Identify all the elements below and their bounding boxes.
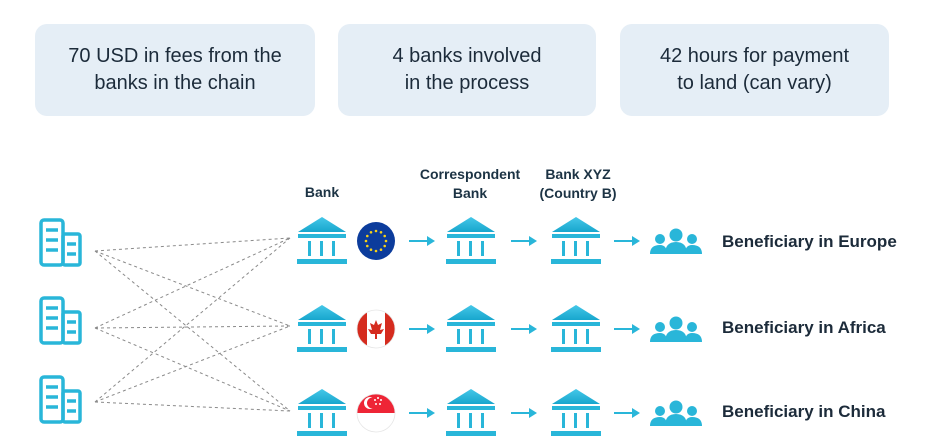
stat-card-hours: 42 hours for payment to land (can vary) xyxy=(620,24,889,116)
eu-flag-icon xyxy=(357,222,395,260)
arrow-icon xyxy=(408,407,436,419)
bank-icon xyxy=(297,389,347,436)
singapore-flag-icon xyxy=(356,393,396,433)
bank-xyz-icon xyxy=(551,305,601,352)
column-header-bank: Bank xyxy=(304,184,340,200)
bank-icon xyxy=(297,305,347,352)
correspondent-bank-icon xyxy=(446,217,496,264)
stat-card-banks: 4 banks involved in the process xyxy=(338,24,596,116)
correspondent-bank-icon xyxy=(446,305,496,352)
stat-card-fees: 70 USD in fees from the banks in the chai… xyxy=(35,24,315,116)
stat-banks-line2: in the process xyxy=(404,72,530,94)
canada-flag-icon xyxy=(356,309,396,349)
bank-xyz-icon xyxy=(551,389,601,436)
arrow-icon xyxy=(613,323,641,335)
stat-fees-line1: 70 USD in fees from the xyxy=(68,45,282,67)
beneficiary-people-icon xyxy=(650,228,702,254)
stat-banks-line1: 4 banks involved xyxy=(392,45,542,67)
arrow-icon xyxy=(613,235,641,247)
sender-building-icon xyxy=(39,375,82,424)
stat-hours-line1: 42 hours for payment xyxy=(660,45,849,67)
arrow-icon xyxy=(510,323,538,335)
arrow-icon xyxy=(613,407,641,419)
beneficiary-people-icon xyxy=(650,400,702,426)
bank-xyz-icon xyxy=(551,217,601,264)
stat-fees-line2: banks in the chain xyxy=(94,72,256,94)
sender-building-icon xyxy=(39,296,82,345)
arrow-icon xyxy=(510,407,538,419)
stat-hours-line2: to land (can vary) xyxy=(677,72,832,94)
beneficiary-label-europe: Beneficiary in Europe xyxy=(722,232,897,251)
beneficiary-people-icon xyxy=(650,316,702,342)
arrow-icon xyxy=(510,235,538,247)
arrow-icon xyxy=(408,235,436,247)
beneficiary-label-africa: Beneficiary in Africa xyxy=(722,318,886,337)
column-header-bank-xyz: Bank XYZ(Country B) xyxy=(539,166,617,201)
bank-icon xyxy=(297,217,347,264)
sender-building-icon xyxy=(39,218,82,267)
dashed-connection-lines xyxy=(94,237,291,412)
arrow-icon xyxy=(408,323,436,335)
beneficiary-label-china: Beneficiary in China xyxy=(722,402,886,421)
correspondent-bank-icon xyxy=(446,389,496,436)
